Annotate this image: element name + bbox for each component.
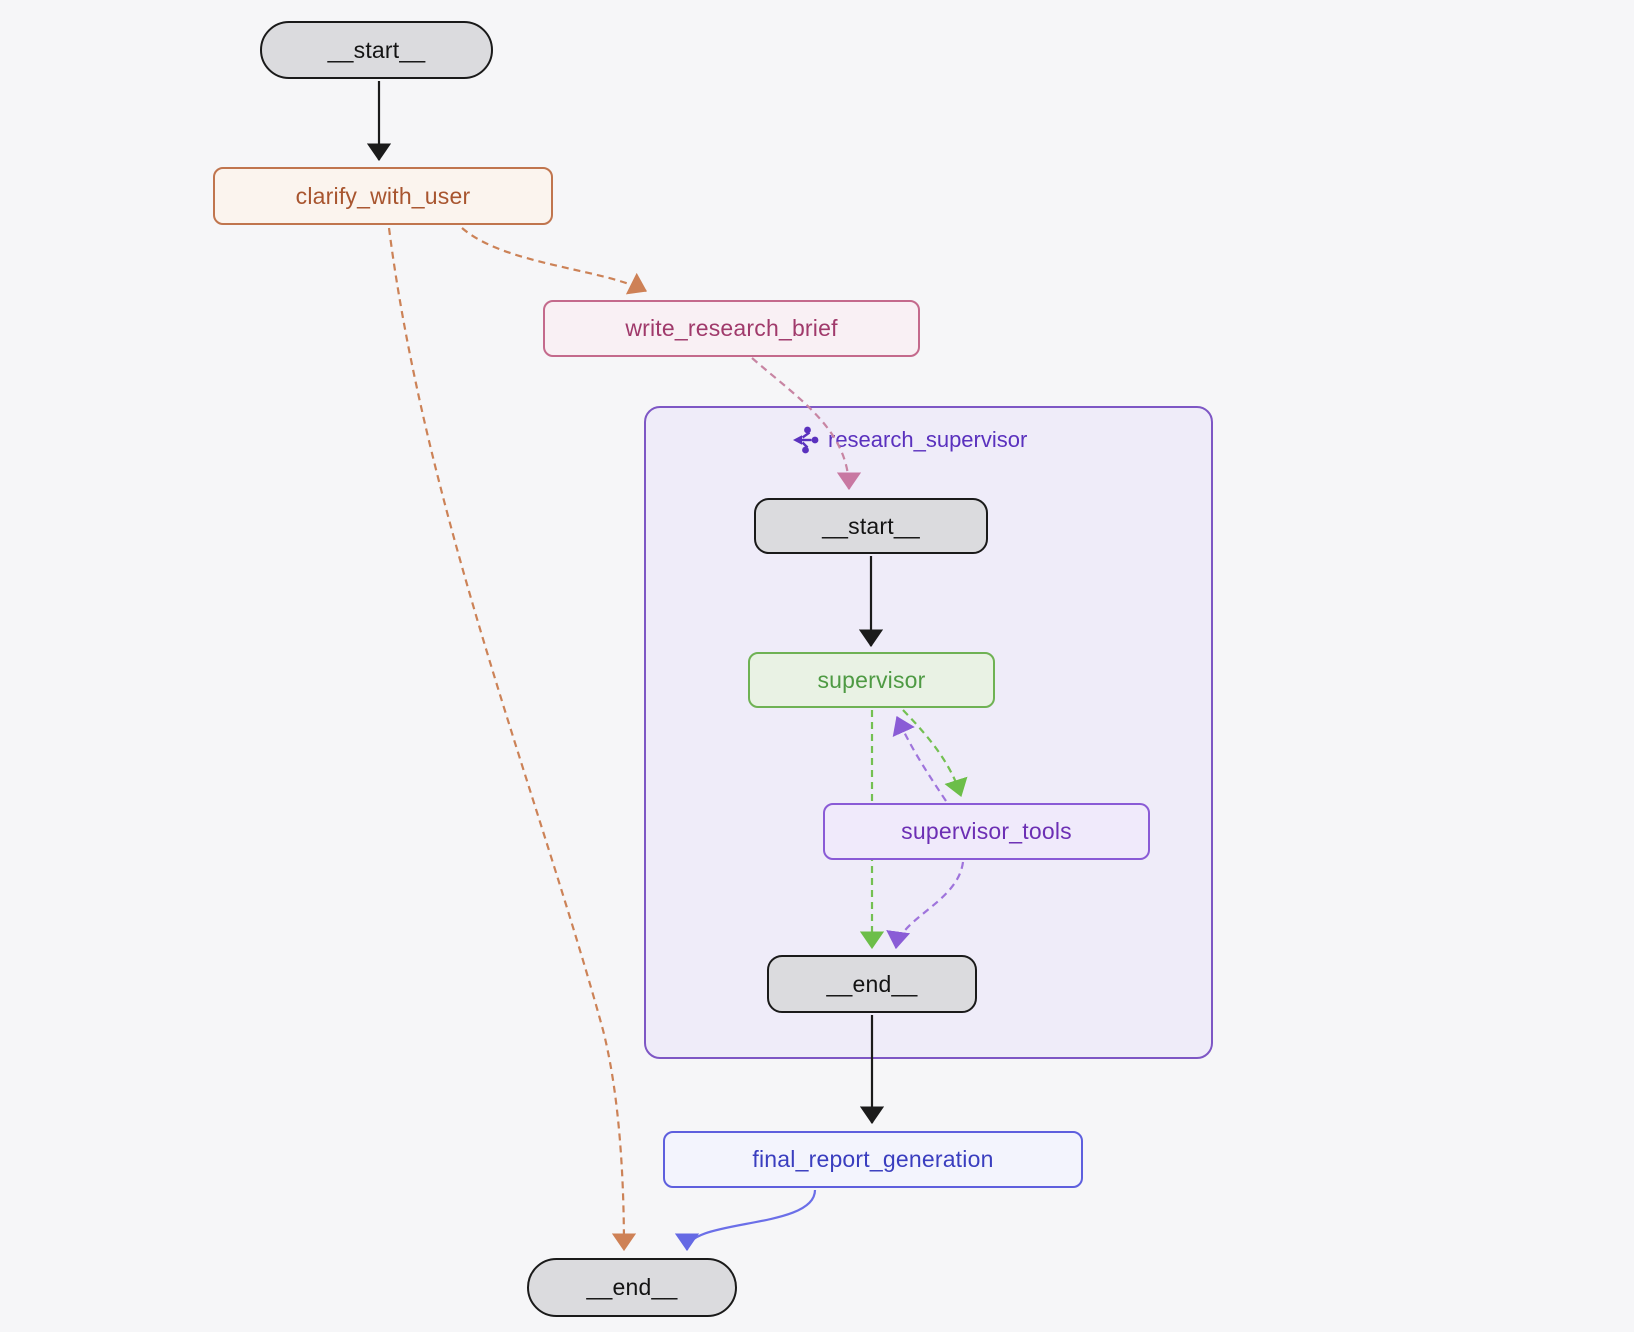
node-end-inner[interactable]: __end__ bbox=[767, 955, 977, 1013]
node-final-report-generation[interactable]: final_report_generation bbox=[663, 1131, 1083, 1188]
node-supervisor[interactable]: supervisor bbox=[748, 652, 995, 708]
node-start-outer[interactable]: __start__ bbox=[260, 21, 493, 79]
subgraph-title: research_supervisor bbox=[828, 427, 1028, 452]
node-clarify-with-user[interactable]: clarify_with_user bbox=[213, 167, 553, 225]
subgraph-branch-icon bbox=[793, 426, 819, 454]
node-write-research-brief[interactable]: write_research_brief bbox=[543, 300, 920, 357]
edge-final-report-to-end bbox=[674, 1189, 817, 1252]
subgraph-label: research_supervisor bbox=[792, 421, 1027, 459]
node-start-inner[interactable]: __start__ bbox=[754, 498, 988, 554]
node-supervisor-tools[interactable]: supervisor_tools bbox=[823, 803, 1150, 860]
edge-clarify-to-write-brief bbox=[461, 227, 647, 295]
node-end-outer[interactable]: __end__ bbox=[527, 1258, 737, 1317]
edge-clarify-to-end bbox=[387, 227, 637, 1252]
